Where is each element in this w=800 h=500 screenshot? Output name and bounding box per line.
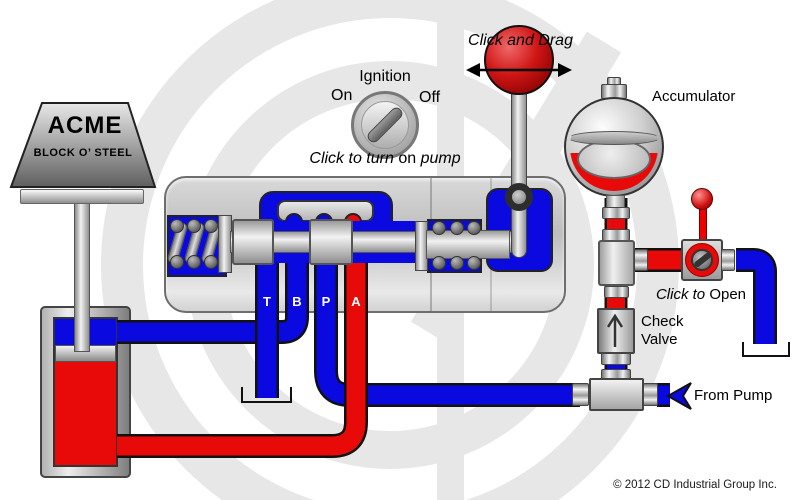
spring-wire [170,219,184,233]
accumulator-interior [570,103,658,191]
spring-wire [204,255,218,269]
ignition-off-label: Off [419,89,441,106]
port-label-a: A [351,294,361,309]
ignition-on-label: On [331,87,353,104]
weight-plinth [20,189,144,204]
weight-subtitle: BLOCK O’ STEEL [33,147,133,159]
shutoff-handle-stem[interactable] [699,207,707,242]
lever-ball[interactable] [484,25,554,95]
spring-wire [467,221,481,235]
accumulator-bladder [577,139,651,179]
spring-wire [204,219,218,233]
fitting-nut [572,383,589,406]
spring-wire [432,256,446,270]
spring-wire [450,256,464,270]
lever-rod[interactable] [511,84,527,258]
flow-arrow [665,382,692,410]
check-valve-label-2: Valve [641,331,678,348]
fitting-nut [643,383,658,406]
fitting-nut [721,249,735,271]
accumulator-label: Accumulator [652,88,736,105]
port-label-b: B [292,294,302,309]
ignition-hint-part: pump [420,150,461,167]
spring-wire [187,219,201,233]
spring-wire [170,255,184,269]
cylinder-cap-side-fluid [55,360,116,465]
spring-wire [432,221,446,235]
fitting-nut [604,286,629,298]
lever-pivot [505,183,533,211]
fitting-nut [601,353,631,365]
check-valve-body [597,308,635,354]
port-label-t: T [263,294,271,309]
ignition-hint: Click to turn on pump [290,150,480,168]
spring-wire [467,256,481,270]
pump-line-label: From Pump [694,387,773,404]
spool-land [232,219,274,265]
check-valve-label-1: Check [641,313,684,330]
port-label-p: P [321,294,331,309]
shutoff-handle-ball[interactable] [691,188,713,210]
ignition-title: Ignition [359,68,411,85]
fitting-nut [602,207,630,219]
ignition-hint-part: Click to turn [309,150,399,167]
spool-land [309,219,353,265]
ignition-hint-part: on [398,150,421,167]
lever-hint: Click and Drag [468,32,573,49]
fitting-nut [634,249,648,271]
weight-name: ACME [47,112,123,139]
copyright: © 2012 CD Industrial Group Inc. [613,479,777,491]
manifold-block [598,240,635,286]
shutoff-hint-part: Open [709,286,747,303]
spring-wire [450,221,464,235]
spring-wire [187,255,201,269]
shutoff-hint-part: Click to [655,286,710,303]
weight-block [9,102,157,188]
accumulator-bladder-rim [570,131,658,145]
shutoff-hint: Click to Open [645,286,757,303]
tee-block [589,378,644,411]
